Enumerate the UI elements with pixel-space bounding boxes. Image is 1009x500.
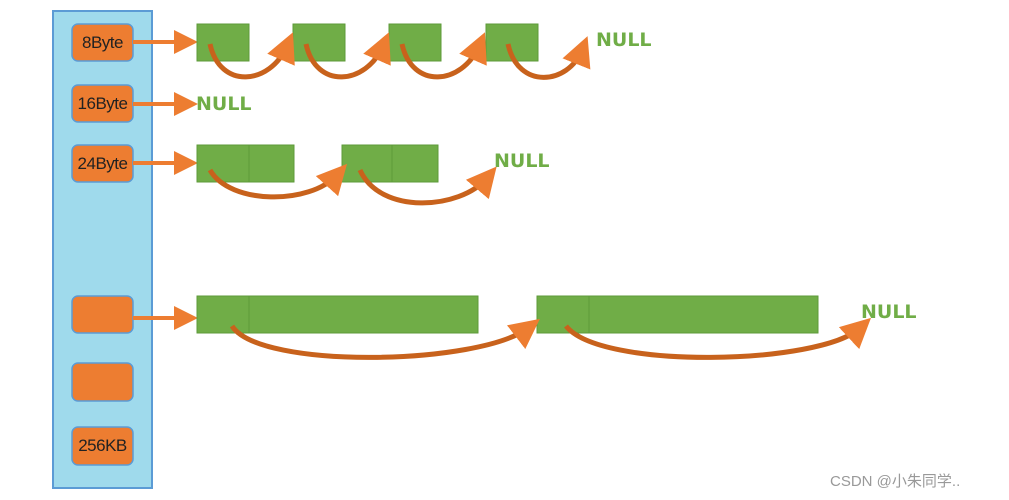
null-label: NULL xyxy=(494,150,550,172)
bucket-large xyxy=(71,295,134,334)
memory-block xyxy=(341,144,439,183)
bucket-label-256kb: 256KB xyxy=(78,435,127,455)
null-label: NULL xyxy=(861,301,917,323)
next-link-arrow xyxy=(229,318,540,360)
null-label: NULL xyxy=(596,29,652,51)
size-class-panel xyxy=(52,10,153,489)
next-link-arrow xyxy=(399,32,487,80)
memory-block xyxy=(196,295,479,334)
bucket-label-24byte: 24Byte xyxy=(77,153,128,173)
memory-block xyxy=(388,23,442,62)
next-link-arrow xyxy=(207,163,348,200)
memory-block xyxy=(196,23,250,62)
memory-block xyxy=(292,23,346,62)
bucket-label-8byte: 8Byte xyxy=(82,32,123,52)
null-label: NULL xyxy=(196,93,252,115)
next-link-arrow xyxy=(564,317,872,360)
bucket-256kb xyxy=(71,426,134,466)
bucket-larger xyxy=(71,362,134,402)
next-link-arrow xyxy=(207,32,295,80)
bucket-label-16byte: 16Byte xyxy=(77,93,128,113)
next-link-arrow xyxy=(357,166,497,206)
next-link-arrow xyxy=(303,32,391,80)
watermark: CSDN @小朱同学.. xyxy=(830,473,961,490)
memory-block xyxy=(536,295,819,334)
next-link-arrow xyxy=(505,36,591,80)
